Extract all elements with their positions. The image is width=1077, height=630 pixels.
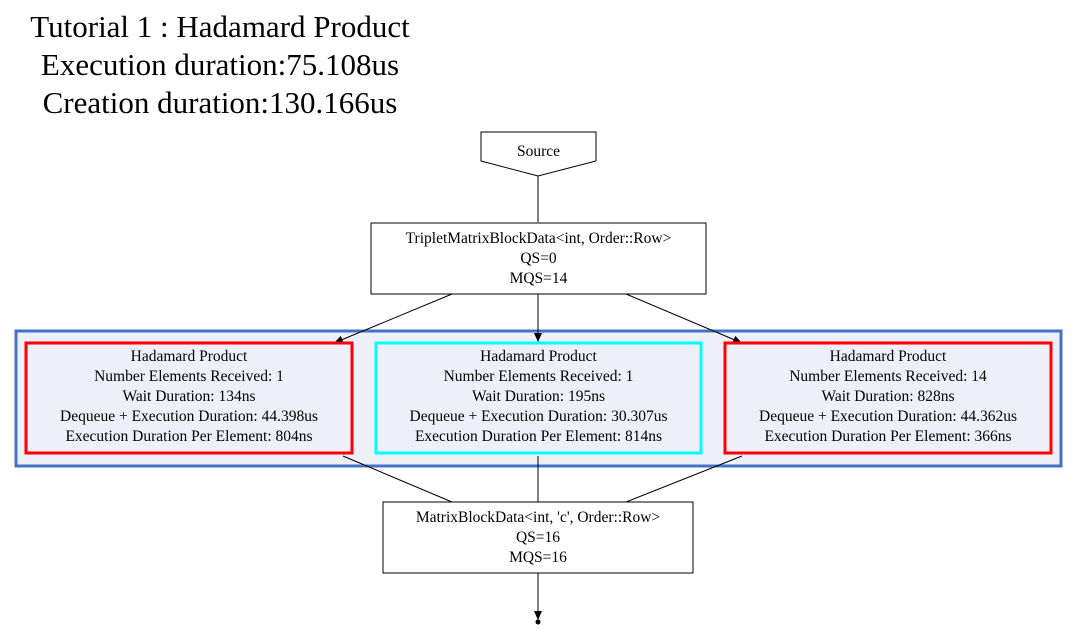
task-execution-per-element: Execution Duration Per Element: 804ns: [65, 428, 313, 445]
source-node-label: Source: [481, 142, 596, 162]
task-wait-duration: Wait Duration: 828ns: [821, 388, 955, 405]
source-node-shape: [480, 131, 597, 177]
task-name: Hadamard Product: [829, 348, 947, 365]
edge-task1-to-output: [342, 455, 453, 503]
task-wait-duration: Wait Duration: 134ns: [122, 388, 256, 405]
output-state-node: MatrixBlockData<int, 'c', Order::Row> QS…: [383, 508, 693, 568]
creation-duration: Creation duration:130.166us: [42, 85, 398, 120]
output-state-mqs: MQS=16: [509, 549, 567, 566]
input-state-qs: QS=0: [520, 250, 557, 267]
edge-input-to-task3: [625, 293, 743, 344]
output-state-node-shape: [382, 501, 694, 574]
edge-task3-to-output: [625, 455, 743, 503]
task-elements-received: Number Elements Received: 1: [94, 368, 284, 385]
output-state-type: MatrixBlockData<int, 'c', Order::Row>: [415, 509, 661, 526]
execution-duration: Execution duration:75.108us: [40, 47, 400, 82]
task-node-1: Hadamard Product Number Elements Receive…: [26, 347, 352, 447]
task-dequeue-execution-duration: Dequeue + Execution Duration: 30.307us: [409, 408, 668, 425]
title-text: Tutorial 1 : Hadamard Product: [30, 9, 410, 44]
task-wait-duration: Wait Duration: 195ns: [471, 388, 606, 405]
input-state-type: TripletMatrixBlockData<int, Order::Row>: [405, 230, 672, 247]
task-node-3-shape: [723, 341, 1053, 455]
task-elements-received: Number Elements Received: 1: [443, 368, 634, 385]
sink-point: [535, 619, 541, 625]
input-state-node: TripletMatrixBlockData<int, Order::Row> …: [371, 229, 706, 289]
task-execution-per-element: Execution Duration Per Element: 814ns: [414, 428, 663, 445]
task-execution-per-element: Execution Duration Per Element: 366ns: [764, 428, 1012, 445]
task-node-2: Hadamard Product Number Elements Receive…: [376, 347, 701, 447]
task-dequeue-execution-duration: Dequeue + Execution Duration: 44.398us: [60, 408, 318, 425]
input-state-node-shape: [370, 222, 707, 295]
edge-input-to-task1: [333, 293, 453, 344]
task-node-3: Hadamard Product Number Elements Receive…: [725, 347, 1051, 447]
task-node-2-shape: [374, 341, 703, 455]
task-dequeue-execution-duration: Dequeue + Execution Duration: 44.362us: [759, 408, 1017, 425]
task-name: Hadamard Product: [480, 348, 597, 365]
task-node-1-shape: [24, 341, 354, 455]
task-elements-received: Number Elements Received: 14: [789, 368, 987, 385]
graph-title: Tutorial 1 : Hadamard Product Execution …: [0, 8, 440, 122]
output-state-qs: QS=16: [515, 529, 561, 546]
task-name: Hadamard Product: [130, 348, 248, 365]
input-state-mqs: MQS=14: [509, 270, 568, 287]
source-label-text: Source: [516, 143, 561, 160]
